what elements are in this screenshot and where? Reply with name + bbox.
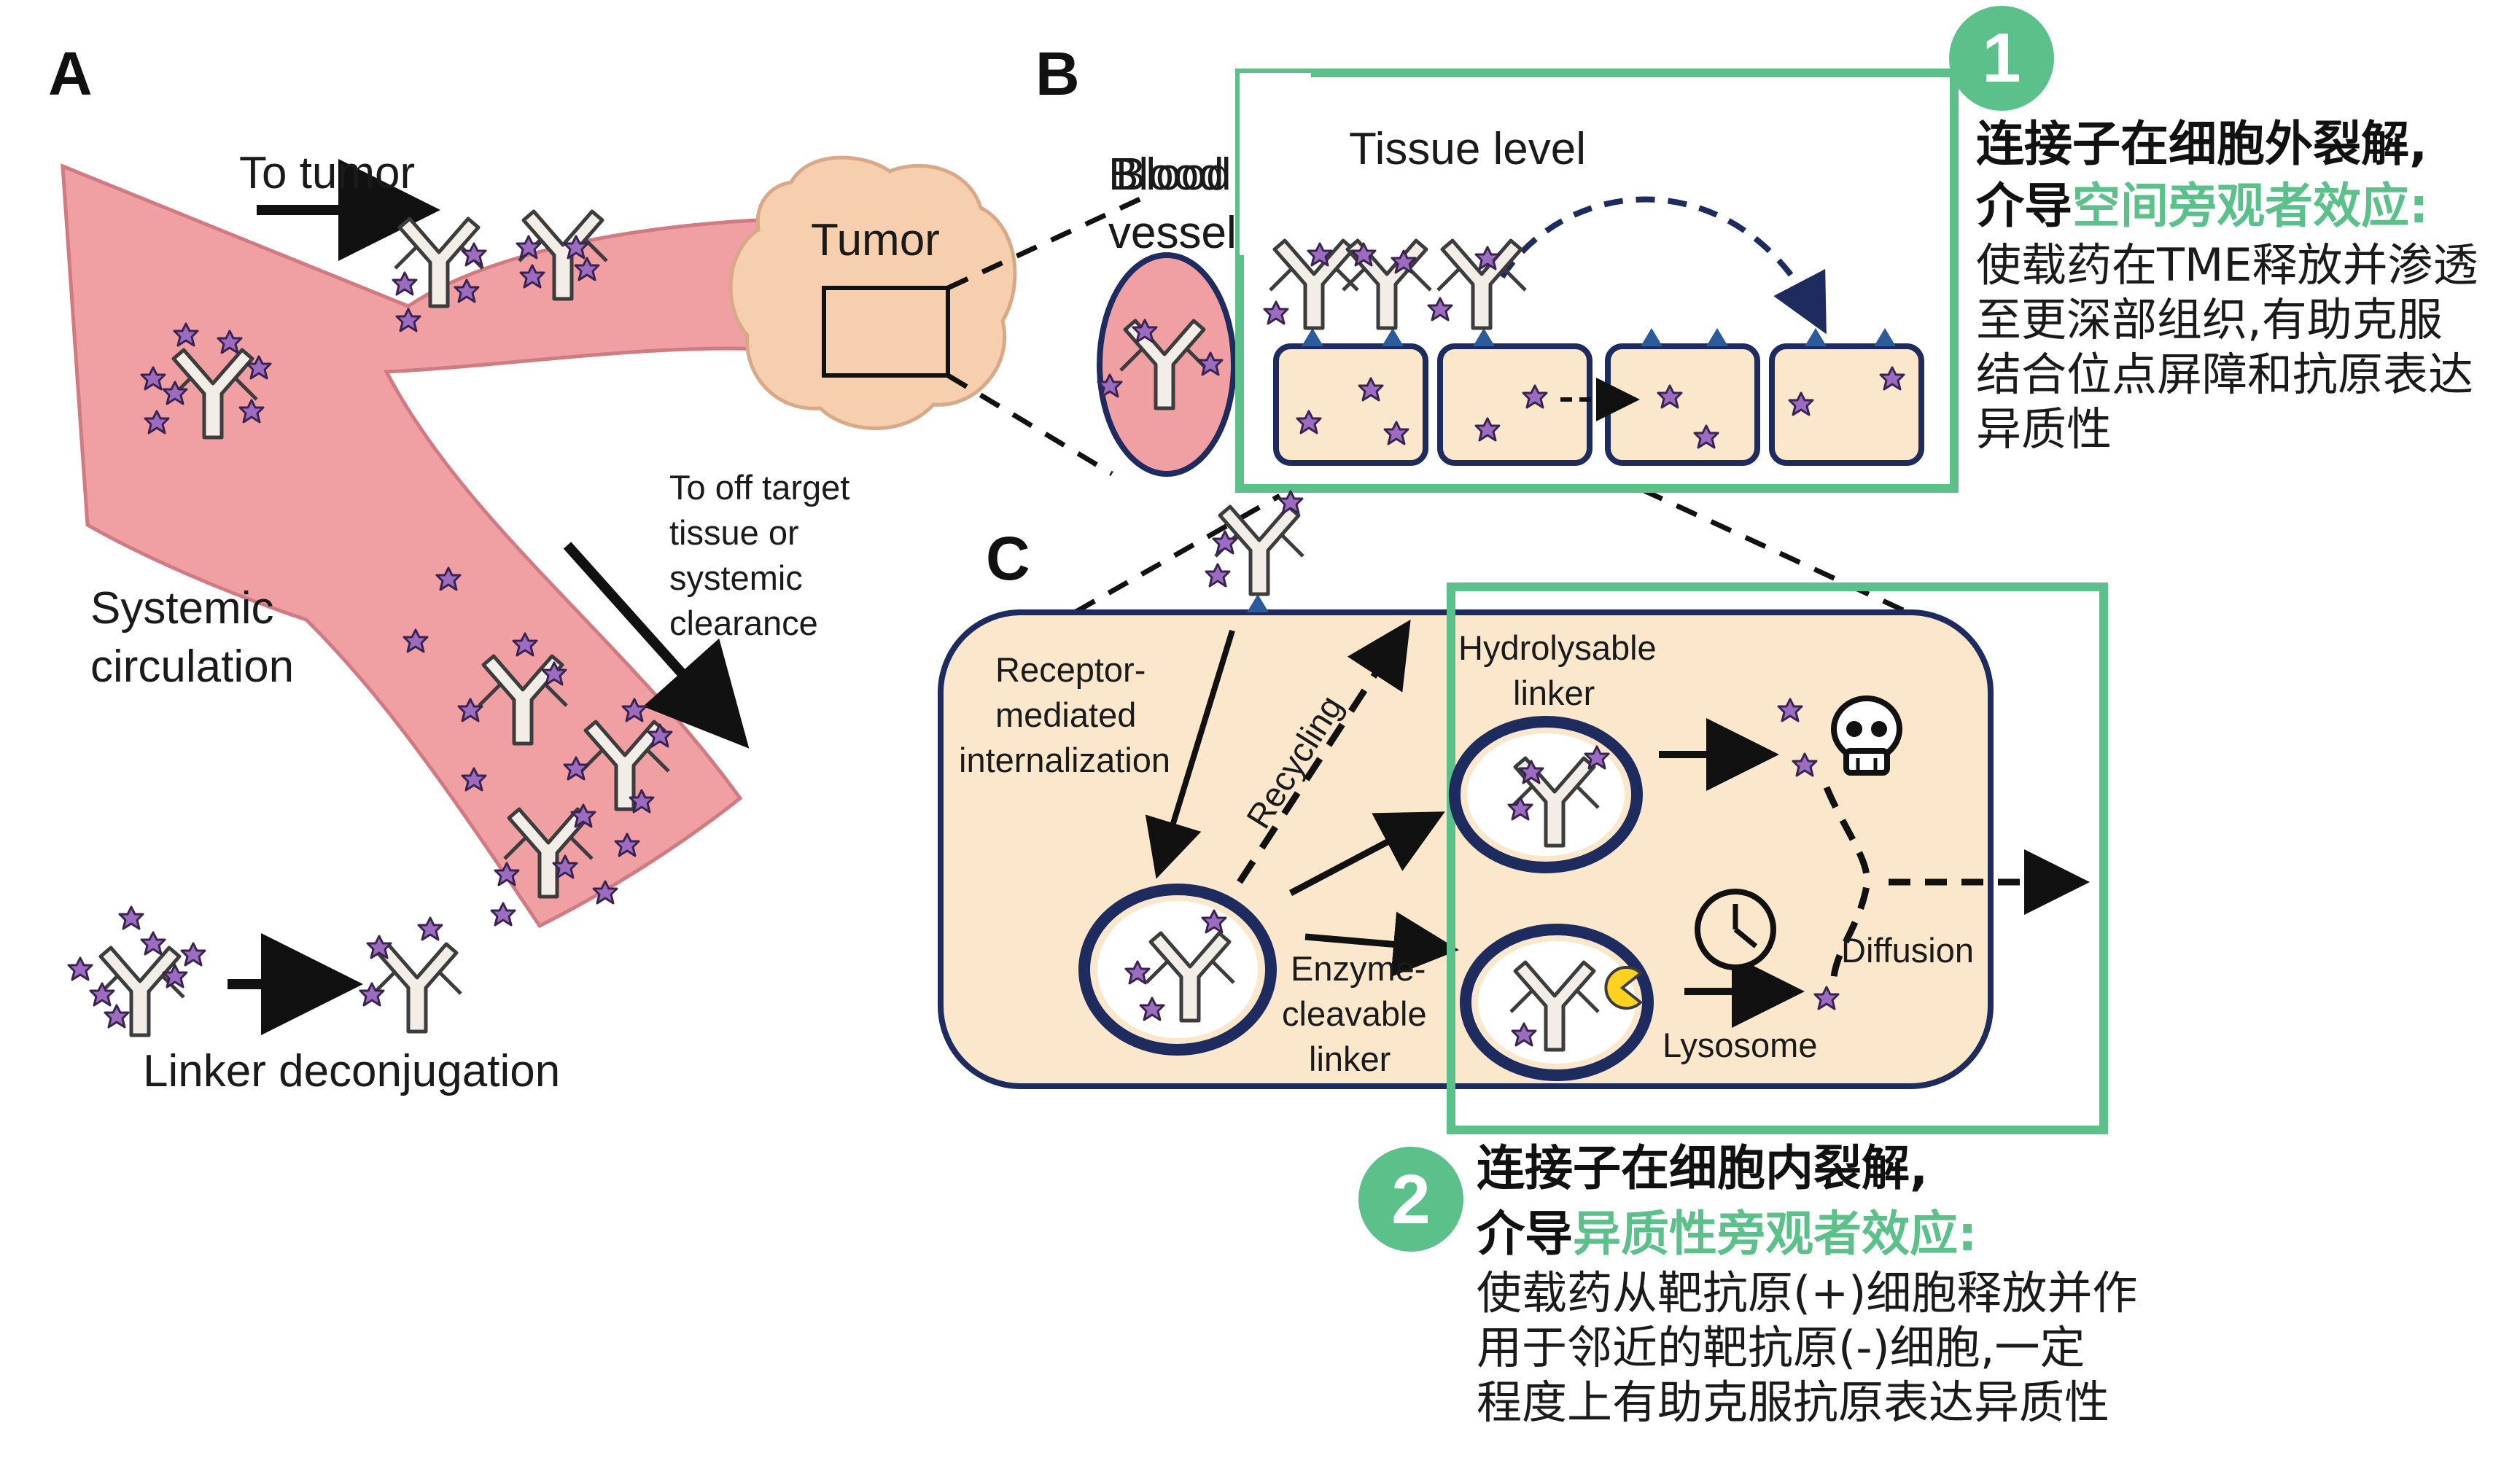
systemic-circulation-label: Systemic circulation bbox=[90, 583, 294, 692]
note-1-body: 使载药在TME释放并渗透 至更深部组织,有助克服 结合位点屏障和抗原表达 异质性 bbox=[1976, 238, 2492, 456]
panel-a: A Tumor To tumor To off target tissue or… bbox=[48, 39, 1017, 1096]
note-2-badge-number: 2 bbox=[1391, 1161, 1430, 1239]
panel-b-label: B bbox=[1035, 39, 1080, 108]
note-1: 1 连接子在细胞外裂解, 介导空间旁观者效应: 使载药在TME释放并渗透 至更深… bbox=[1949, 6, 2492, 456]
enzyme-cleavable-label: Enzyme- cleavable linker bbox=[1282, 949, 1436, 1078]
protease-pacman-icon bbox=[1604, 966, 1644, 1010]
tissue-cells bbox=[1263, 241, 1924, 466]
hydrolysis-vesicle bbox=[1449, 716, 1643, 873]
panel-a-label: A bbox=[48, 39, 93, 108]
note-2: 2 连接子在细胞内裂解, 介导异质性旁观者效应: 使载药从靶抗原(+)细胞释放并… bbox=[1358, 1140, 2152, 1429]
clock-icon bbox=[1695, 889, 1776, 970]
endosome bbox=[1078, 884, 1277, 1056]
blood-vessel-label-top: Blood bbox=[1108, 149, 1224, 200]
panel-c: C Receptor- mediated internalization Rec… bbox=[938, 490, 2108, 1134]
linker-deconjugation-illustration bbox=[67, 905, 461, 1035]
diffusion-label: Diffusion bbox=[1841, 931, 1974, 970]
lysosome-label: Lysosome bbox=[1662, 1026, 1817, 1064]
note-1-badge bbox=[1949, 6, 2054, 111]
panel-b: B Blood vessel Blood vessel Tissue level bbox=[1035, 39, 1959, 493]
note-2-title: 连接子在细胞内裂解, bbox=[1477, 1140, 1928, 1196]
note-2-body: 使载药从靶抗原(+)细胞释放并作 用于邻近的靶抗原(-)细胞,一定 程度上有助克… bbox=[1477, 1266, 2152, 1429]
note-1-title: 连接子在细胞外裂解, bbox=[1976, 116, 2427, 172]
lysosome-vesicle bbox=[1460, 924, 1654, 1081]
receptor-internalization-label: Receptor- mediated internalization bbox=[959, 650, 1170, 779]
off-target-arrow bbox=[563, 542, 750, 749]
linker-deconjugation-label: Linker deconjugation bbox=[143, 1046, 560, 1096]
note-2-badge bbox=[1358, 1147, 1463, 1252]
note-2-subtitle: 介导异质性旁观者效应: bbox=[1477, 1206, 1977, 1262]
blood-vessel-label: Blood vessel bbox=[1108, 149, 1244, 258]
heterogeneous-bystander-frame bbox=[1447, 582, 2108, 1134]
panel-c-label: C bbox=[986, 524, 1030, 593]
tumor-label: Tumor bbox=[811, 215, 940, 265]
zoom-lines bbox=[946, 194, 1941, 634]
note-1-subtitle: 介导空间旁观者效应: bbox=[1976, 178, 2428, 234]
off-target-label: To off target tissue or systemic clearan… bbox=[669, 468, 859, 642]
tumor-blob bbox=[728, 155, 1017, 430]
tissue-level-label: Tissue level bbox=[1349, 124, 1586, 174]
skull-icon bbox=[1831, 695, 1902, 776]
spatial-diffusion-arrow bbox=[1499, 196, 1827, 335]
hydrolysable-linker-label: Hydrolysable linker bbox=[1458, 628, 1666, 712]
to-tumor-label: To tumor bbox=[239, 148, 415, 198]
note-1-badge-number: 1 bbox=[1982, 19, 2021, 97]
blood-vessel-label-bottom: vessel bbox=[1108, 208, 1237, 258]
